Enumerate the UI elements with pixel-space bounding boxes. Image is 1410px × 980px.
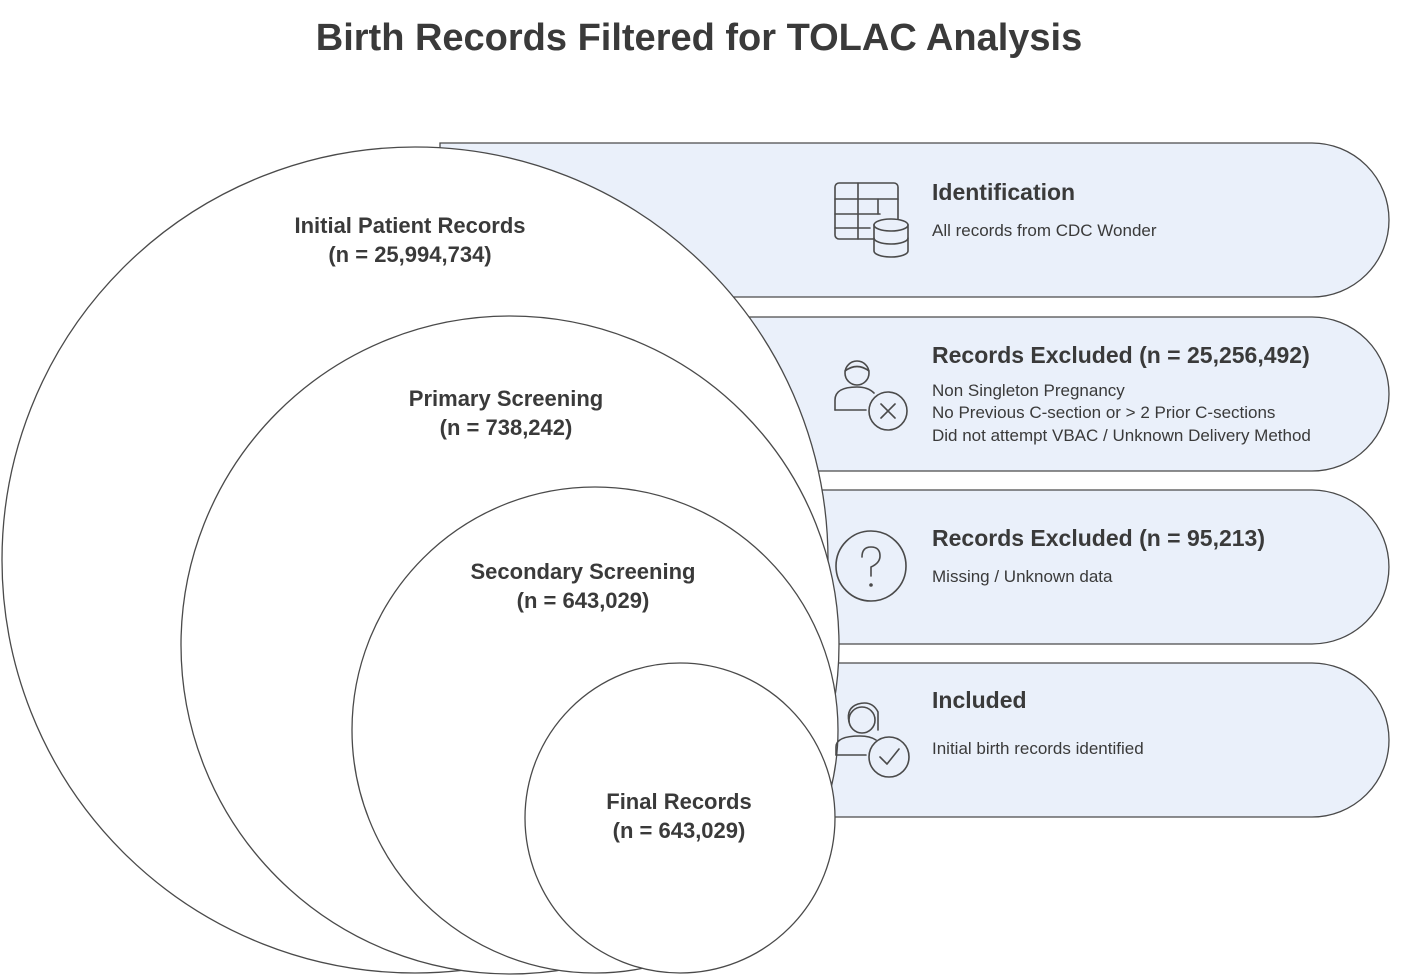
circle-label-secondary: Secondary Screening: [471, 559, 696, 584]
circle-count-initial: (n = 25,994,734): [328, 242, 491, 267]
circle-count-secondary: (n = 643,029): [517, 588, 650, 613]
circle-final-records: [524, 662, 836, 974]
stage-heading-included: Included: [932, 687, 1027, 713]
circle-count-primary: (n = 738,242): [440, 415, 573, 440]
stage-heading-primary-exclusion: Records Excluded (n = 25,256,492): [932, 342, 1310, 368]
circle-label-primary: Primary Screening: [409, 386, 603, 411]
stage-heading-secondary-exclusion: Records Excluded (n = 95,213): [932, 525, 1265, 551]
circle-label-initial: Initial Patient Records: [294, 213, 525, 238]
circle-count-final: (n = 643,029): [613, 818, 746, 843]
stage-desc-identification-1: All records from CDC Wonder: [932, 221, 1157, 240]
circle-label-final: Final Records: [606, 789, 751, 814]
diagram-title: Birth Records Filtered for TOLAC Analysi…: [316, 17, 1082, 59]
stage-band-included: [679, 662, 1390, 818]
stage-heading-identification: Identification: [932, 179, 1075, 205]
person-check-icon: [835, 702, 910, 778]
stage-desc-primary-exclusion-3: Did not attempt VBAC / Unknown Delivery …: [932, 426, 1311, 445]
stage-desc-primary-exclusion-2: No Previous C-section or > 2 Prior C-sec…: [932, 403, 1275, 422]
stage-desc-included-1: Initial birth records identified: [932, 739, 1144, 758]
question-circle-icon: [835, 530, 907, 602]
stage-desc-secondary-exclusion-1: Missing / Unknown data: [932, 567, 1113, 586]
table-database-icon: [834, 182, 909, 258]
person-remove-icon: [834, 360, 908, 431]
stage-desc-primary-exclusion-1: Non Singleton Pregnancy: [932, 381, 1125, 400]
